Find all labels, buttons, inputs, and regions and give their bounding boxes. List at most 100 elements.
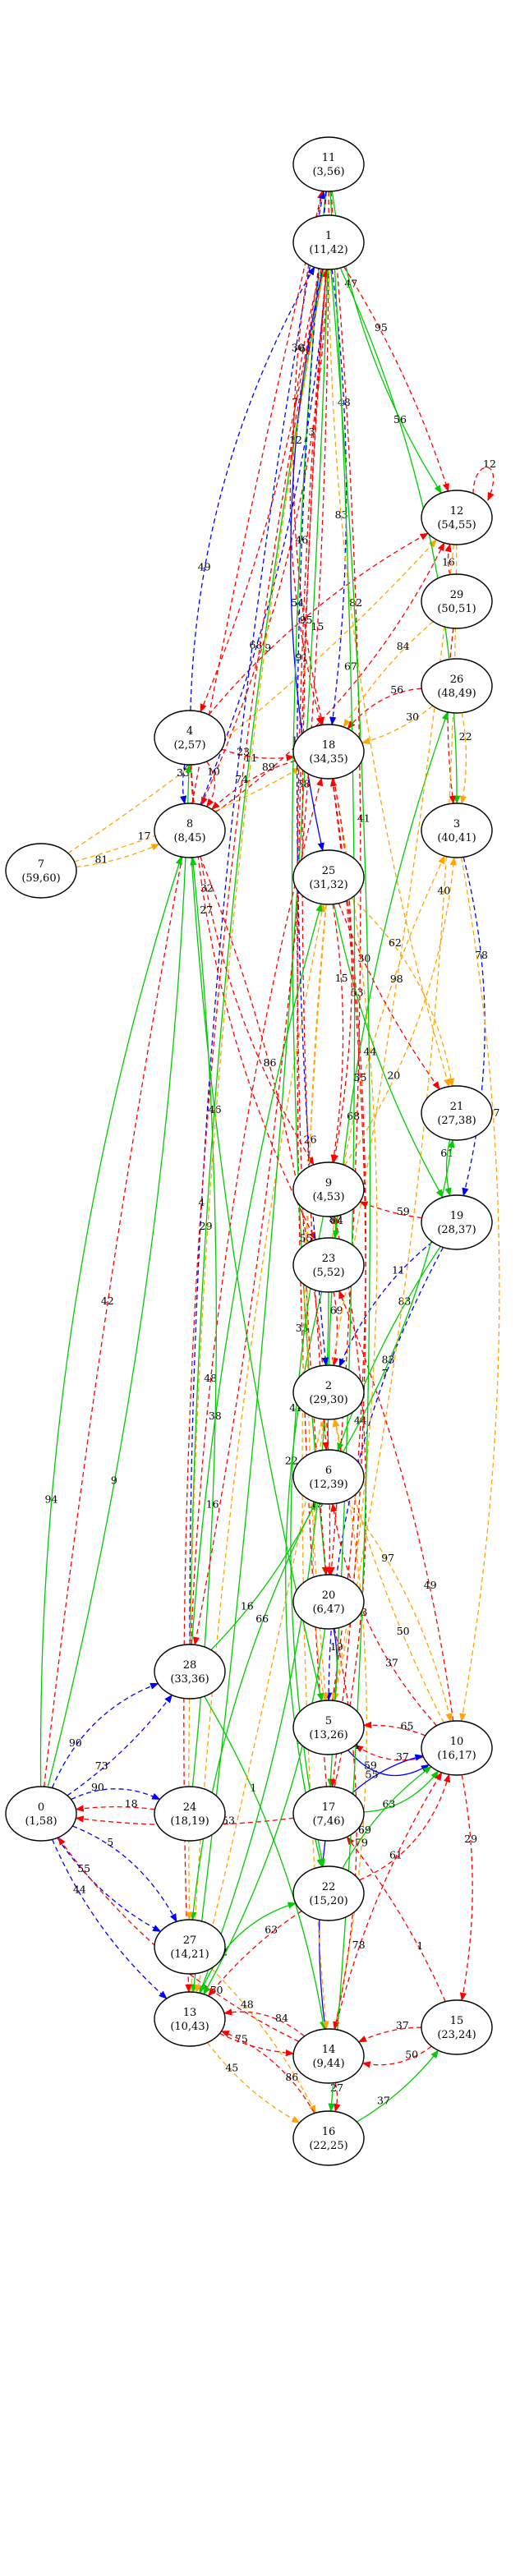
edge-line	[347, 688, 422, 729]
edge-3-to-10: 67	[459, 857, 500, 1723]
edge-4-to-8: 10	[205, 761, 220, 807]
edge-15-to-14: 50	[361, 2045, 432, 2068]
edge-25-to-21: 62	[351, 897, 455, 1088]
node-ellipse	[154, 1919, 226, 1975]
node-26: 26 (48,49)	[421, 658, 493, 714]
edge-10-to-23: 49	[338, 1290, 454, 1722]
edge-weight-label: 61	[389, 1848, 403, 1861]
node-5: 5(13,26)	[292, 1700, 365, 1755]
node-interval-label: (31,32)	[309, 879, 347, 891]
edge-22-to-13: 63	[207, 1910, 302, 1997]
edge-15-to-14: 37	[357, 2019, 422, 2043]
edge-weight-label: 7	[292, 396, 298, 408]
node-2: 2(29,30)	[292, 1364, 365, 1420]
edge-weight-label: 32	[200, 881, 214, 894]
node-id-label: 13	[183, 2007, 197, 2019]
node-interval-label: (48,49)	[437, 688, 476, 700]
node-interval-label: (50,51)	[437, 603, 476, 615]
edge-weight-label: 50	[210, 1984, 223, 1996]
edge-weight-label: 78	[352, 1939, 366, 1951]
edge-9-to-3: 20	[344, 856, 458, 1166]
edge-line	[338, 1241, 433, 1368]
edge-weight-label: 95	[375, 321, 388, 334]
edge-13-to-14: 75	[219, 2033, 295, 2057]
edge-weight-label: 45	[225, 2062, 238, 2074]
node-id-label: 8	[186, 818, 193, 830]
edge-line	[183, 269, 324, 1994]
edge-line	[333, 904, 444, 1198]
edge-0-to-8: 94	[39, 856, 182, 1787]
edge-line	[362, 1721, 426, 1736]
edge-11-to-17: 67	[327, 191, 357, 1788]
node-ellipse	[421, 1999, 493, 2055]
edge-weight-label: 30	[406, 711, 419, 723]
edge-weight-label: 50	[397, 1625, 410, 1637]
edge-line	[331, 855, 445, 1239]
edge-line	[346, 1500, 453, 1723]
edge-0-to-11: 42	[44, 190, 324, 1787]
edge-line	[472, 467, 495, 501]
edge-weight-label: 49	[198, 561, 211, 573]
node-layer: 0(1,58)1(11,42)2(29,30)3(40,41)4(2,57)5(…	[5, 136, 493, 2166]
edge-weight-label: 56	[393, 413, 407, 426]
node-18: 18(34,35)	[292, 724, 365, 780]
edge-line	[203, 1628, 326, 1995]
edge-weight-label: 16	[206, 1498, 219, 1511]
edge-line	[328, 269, 451, 1088]
edge-weight-label: 86	[264, 1056, 277, 1069]
edge-weight-label: 22	[459, 730, 472, 743]
edge-weight-label: 55	[300, 1232, 313, 1244]
edge-line	[359, 1773, 451, 1881]
edge-weight-label: 65	[401, 1720, 414, 1732]
node-id-label: 26	[450, 674, 464, 686]
edge-line	[459, 712, 467, 805]
edge-line	[459, 857, 500, 1723]
node-id-label: 23	[322, 1253, 336, 1265]
edge-weight-label: 74	[235, 773, 248, 785]
node-id-label: 21	[450, 1101, 464, 1113]
edge-line	[361, 705, 434, 744]
edge-line	[332, 544, 458, 1702]
node-id-label: 2	[325, 1380, 332, 1392]
edge-weight-label: 40	[437, 884, 450, 896]
node-ellipse	[154, 1644, 226, 1700]
edge-weight-label: 26	[304, 1134, 317, 1146]
edge-weight-label: 10	[207, 766, 220, 778]
node-ellipse	[292, 1162, 365, 1217]
edge-weight-label: 15	[311, 620, 324, 632]
edge-line	[363, 1770, 439, 1813]
edge-weight-label: 35	[354, 1071, 367, 1083]
edge-line	[297, 268, 329, 1787]
edge-line	[191, 857, 324, 1702]
edge-weight-label: 73	[95, 1760, 108, 1772]
edge-weight-label: 79	[355, 1837, 368, 1849]
edge-weight-label: 11	[244, 752, 257, 764]
edge-weight-label: 95	[300, 614, 313, 626]
edge-line	[71, 1788, 161, 1801]
edge-weight-label: 9	[111, 1474, 117, 1486]
edge-weight-label: 44	[364, 1046, 377, 1058]
edge-line	[206, 2042, 301, 2123]
edge-28-to-14: 1	[204, 1695, 327, 2031]
node-id-label: 7	[38, 858, 44, 871]
edge-16-to-13: 86	[220, 2031, 315, 2114]
edge-line	[67, 1694, 173, 1796]
edge-0-to-13: 44	[52, 1839, 168, 1999]
node-ellipse	[421, 573, 493, 629]
node-id-label: 0	[38, 1801, 44, 1814]
node-4: 4(2,57)	[154, 710, 226, 766]
node-ellipse	[292, 1449, 365, 1505]
edge-weight-label: 69	[330, 1304, 343, 1317]
edge-weight-label: 9	[265, 642, 271, 654]
node-13: 13(10,43)	[154, 1991, 226, 2047]
node-interval-label: (18,19)	[170, 1815, 209, 1828]
node-id-label: 3	[453, 818, 460, 830]
edge-22-to-10: 61	[359, 1773, 451, 1881]
edge-weight-label: 54	[291, 596, 304, 609]
edge-17-to-10: 55	[351, 1754, 424, 1794]
edge-weight-label: 59	[397, 1205, 410, 1217]
edge-weight-label: 29	[464, 1833, 477, 1845]
edge-16-to-15: 37	[356, 2049, 439, 2123]
edge-weight-label: 37	[396, 2019, 409, 2031]
edge-line	[289, 269, 323, 726]
